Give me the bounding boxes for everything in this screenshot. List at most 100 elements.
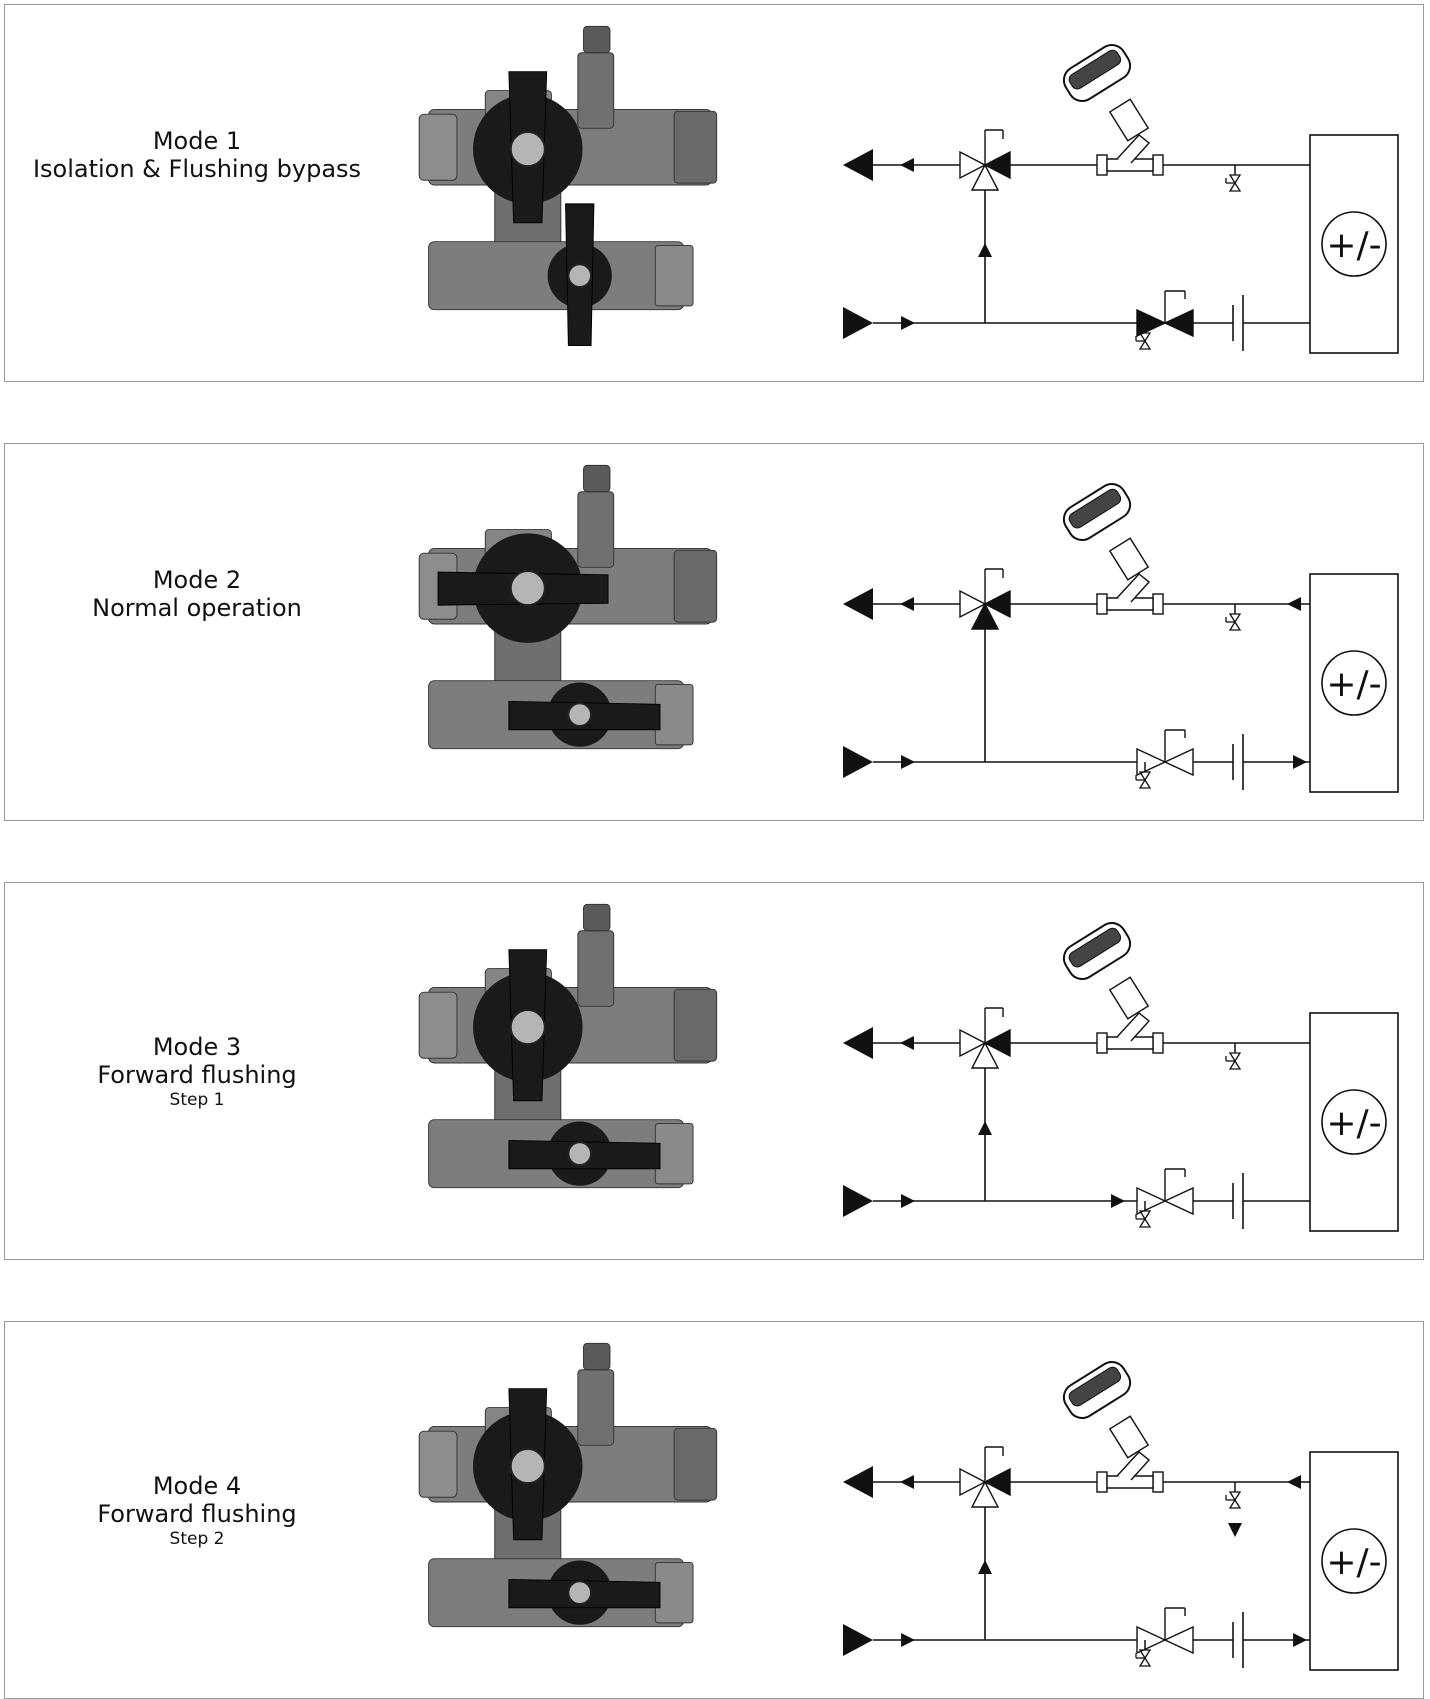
supply-ball-valve xyxy=(1136,290,1194,338)
lower-pipe-thread xyxy=(654,244,694,307)
flow-schematic: +/- xyxy=(843,483,1399,793)
actuator-cap xyxy=(583,1342,611,1371)
valve-product-photo xyxy=(418,1342,718,1628)
mode-step: Step 2 xyxy=(169,1529,225,1549)
device-label: +/- xyxy=(1326,225,1381,266)
return-flow-arrow xyxy=(900,597,914,611)
supply-ball-valve xyxy=(1136,1607,1194,1655)
actuator-stem xyxy=(577,1369,615,1446)
return-flow-arrow xyxy=(900,1475,914,1489)
upper-pipe-end xyxy=(673,1427,718,1501)
drain-valve xyxy=(1135,1201,1152,1228)
supply-flow-arrow xyxy=(1111,1194,1125,1208)
valve-photo xyxy=(418,903,718,1189)
three-way-valve xyxy=(959,1446,1011,1508)
balancing-valve xyxy=(1062,922,1164,1054)
lower-valve-nut xyxy=(567,1141,592,1166)
drain-valve xyxy=(1225,1482,1242,1509)
return-outlet-arrow xyxy=(843,149,873,181)
upper-valve-nut xyxy=(509,1009,546,1046)
valve-product-photo xyxy=(418,903,718,1189)
schematic: +/- xyxy=(843,922,1399,1232)
upper-pipe-nut xyxy=(418,113,458,181)
terminal-unit-symbol xyxy=(1321,1089,1387,1155)
supply-ball-valve xyxy=(1136,1168,1194,1216)
return-flow-arrow xyxy=(900,158,914,172)
device-label: +/- xyxy=(1326,1103,1381,1144)
upper-pipe-end xyxy=(673,549,718,623)
lower-valve-nut xyxy=(567,702,592,727)
flow-schematic: +/- xyxy=(843,44,1399,354)
bypass-flow-arrow xyxy=(978,1121,992,1135)
device-label: +/- xyxy=(1326,1542,1381,1583)
drain-valve xyxy=(1135,323,1152,350)
three-way-valve xyxy=(959,1007,1011,1069)
mode-title: Mode 2 xyxy=(152,566,242,594)
supply-flow-arrow xyxy=(901,1194,915,1208)
valve-photo xyxy=(418,1342,718,1628)
schematic: +/- xyxy=(843,44,1399,354)
supply-flow-arrow xyxy=(1293,755,1307,769)
return-outlet-arrow xyxy=(843,588,873,620)
upper-valve-nut xyxy=(509,1448,546,1485)
supply-flow-arrow xyxy=(901,316,915,330)
three-way-valve xyxy=(959,568,1011,630)
drain-valve xyxy=(1225,165,1242,192)
device-label: +/- xyxy=(1326,664,1381,705)
drain-valve xyxy=(1135,762,1152,789)
return-flow-arrow xyxy=(1287,597,1301,611)
valve-photo xyxy=(418,25,718,347)
flow-schematic: +/- xyxy=(843,1361,1399,1671)
mode-subtitle: Forward flushing xyxy=(97,1061,297,1089)
lower-valve-nut xyxy=(567,263,592,288)
drain-flow-arrow xyxy=(1228,1523,1242,1537)
lower-pipe-thread xyxy=(654,683,694,746)
upper-pipe-end xyxy=(673,110,718,184)
actuator-stem xyxy=(577,491,615,568)
terminal-unit-symbol xyxy=(1321,1528,1387,1594)
valve-photo xyxy=(418,464,718,750)
lower-pipe-thread xyxy=(654,1561,694,1624)
mode-title: Mode 3 xyxy=(152,1033,242,1061)
mode-title: Mode 4 xyxy=(152,1472,242,1500)
actuator-cap xyxy=(583,25,611,54)
return-flow-arrow xyxy=(1287,1475,1301,1489)
flow-schematic: +/- xyxy=(843,922,1399,1232)
mode-subtitle: Normal operation xyxy=(92,594,302,622)
supply-inlet-arrow xyxy=(843,1185,873,1217)
schematic: +/- xyxy=(843,1361,1399,1671)
actuator-stem xyxy=(577,52,615,129)
mode-title: Mode 1 xyxy=(152,127,242,155)
mode-subtitle: Isolation & Flushing bypass xyxy=(32,155,362,183)
mode-subtitle: Forward flushing xyxy=(97,1500,297,1528)
supply-ball-valve xyxy=(1136,729,1194,777)
bypass-flow-arrow xyxy=(978,1560,992,1574)
supply-flow-arrow xyxy=(901,755,915,769)
upper-pipe-end xyxy=(673,988,718,1062)
terminal-unit-symbol xyxy=(1321,211,1387,277)
three-way-valve xyxy=(959,129,1011,191)
balancing-valve xyxy=(1062,44,1164,176)
lower-valve-nut xyxy=(567,1580,592,1605)
drain-valve xyxy=(1225,604,1242,631)
schematic: +/- xyxy=(843,483,1399,793)
valve-product-photo xyxy=(418,25,718,347)
drain-valve xyxy=(1135,1640,1152,1667)
return-outlet-arrow xyxy=(843,1027,873,1059)
upper-pipe-nut xyxy=(418,991,458,1059)
actuator-stem xyxy=(577,930,615,1007)
actuator-cap xyxy=(583,903,611,932)
balancing-valve xyxy=(1062,483,1164,615)
upper-pipe-nut xyxy=(418,1430,458,1498)
balancing-valve xyxy=(1062,1361,1164,1493)
actuator-cap xyxy=(583,464,611,493)
return-outlet-arrow xyxy=(843,1466,873,1498)
